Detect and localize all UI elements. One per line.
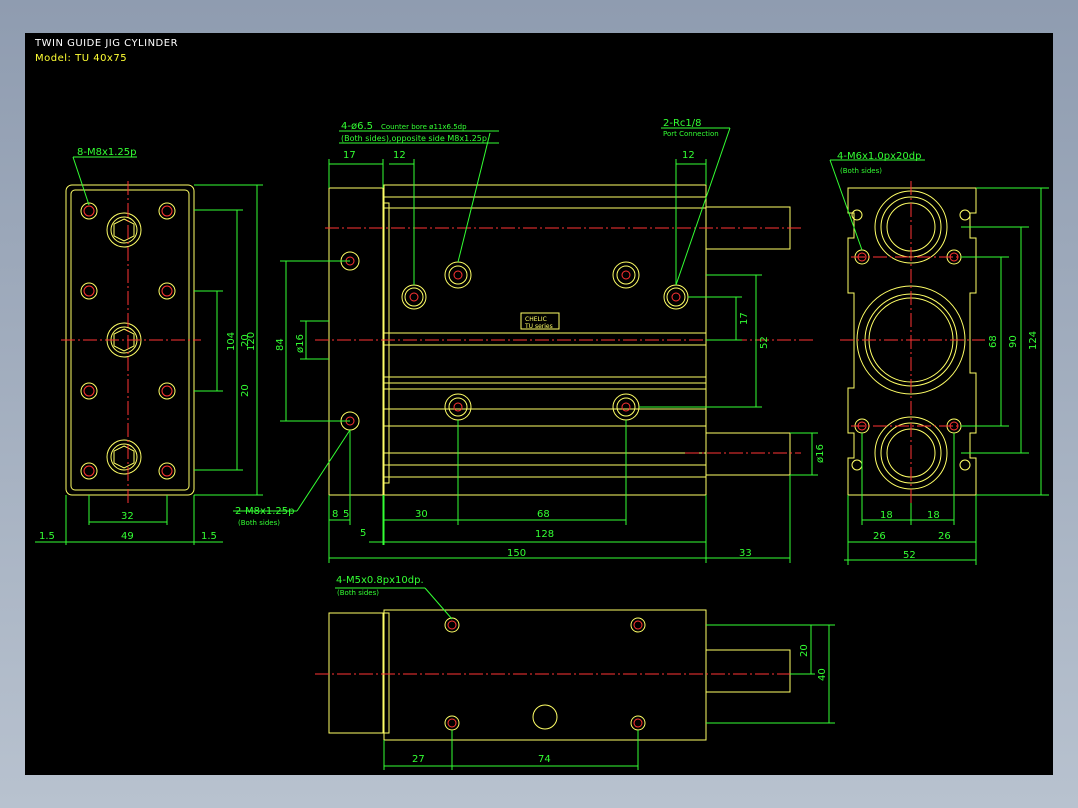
dim-left-104: 104	[226, 332, 237, 351]
dim-bottom-27: 27	[412, 754, 425, 765]
dim-left-32: 32	[121, 511, 134, 522]
left-end-holes	[80, 202, 176, 480]
dim-front-16b: ø16	[815, 444, 826, 463]
dim-left-1-5b: 1.5	[201, 531, 217, 542]
model-label-value: TU 40x75	[75, 53, 128, 64]
callout-bore-1: 4-ø6.5 Counter bore ø11x6.5dp	[341, 121, 467, 132]
cad-drawing: TWIN GUIDE JIG CYLINDER Model: TU 40x75	[25, 33, 1053, 775]
drawing-title: TWIN GUIDE JIG CYLINDER	[35, 38, 179, 49]
dim-front-84: 84	[275, 338, 286, 351]
dim-front-17r: 17	[739, 312, 750, 325]
right-dimensions	[829, 159, 1049, 565]
dim-front-30: 30	[415, 509, 428, 520]
callout-m8-left: 8-M8x1.25p	[77, 147, 137, 158]
model-label: Model: TU 40x75	[35, 53, 127, 64]
right-end-view	[847, 187, 977, 496]
logo-line-1: CHELIC	[525, 316, 547, 323]
dim-right-18b: 18	[927, 510, 940, 521]
dim-right-124: 124	[1028, 331, 1039, 350]
callout-m8-front-2: (Both sides)	[238, 519, 280, 527]
dim-front-33: 33	[739, 548, 752, 559]
dim-bottom-74: 74	[538, 754, 551, 765]
drawing-canvas: 8-M8x1.25p 20 20 104 120 32 49 1.5 1.5 1…	[35, 118, 1049, 770]
callout-port-1: 2-Rc1/8	[663, 118, 702, 129]
dim-front-150: 150	[507, 548, 526, 559]
dim-left-20a: 20	[240, 334, 251, 347]
dim-front-8: 8	[332, 509, 338, 520]
dim-bottom-40: 40	[817, 668, 828, 681]
callout-port-2: Port Connection	[663, 130, 719, 138]
callout-m8-front-1: 2-M8x1.25p	[235, 506, 295, 517]
callout-m6-2: (Both sides)	[840, 167, 882, 175]
front-dimensions	[233, 127, 818, 563]
dim-right-26b: 26	[938, 531, 951, 542]
dim-bottom-20: 20	[799, 644, 810, 657]
dim-front-128: 128	[535, 529, 554, 540]
dim-left-20b: 20	[240, 384, 251, 397]
dim-right-52: 52	[903, 550, 916, 561]
dim-left-49: 49	[121, 531, 134, 542]
dim-front-12b: 12	[682, 150, 695, 161]
dim-front-52: 52	[759, 336, 770, 349]
dim-right-68: 68	[988, 335, 999, 348]
left-dimensions	[35, 156, 263, 545]
dim-left-1-5a: 1.5	[39, 531, 55, 542]
callout-m6-1: 4-M6x1.0px20dp	[837, 151, 921, 162]
dim-left-120: 120	[246, 332, 257, 351]
callout-m5-1: 4-M5x0.8px10dp.	[336, 575, 424, 586]
dim-front-16a: ø16	[295, 334, 306, 353]
dim-front-5a: 5	[343, 509, 349, 520]
dim-right-90: 90	[1008, 335, 1019, 348]
front-centerlines	[315, 227, 815, 454]
bottom-view	[328, 609, 791, 741]
callout-bore-2: (Both sides),opposite side M8x1.25p	[341, 134, 487, 143]
dim-front-17top: 17	[343, 150, 356, 161]
callout-bore-1-b: Counter bore ø11x6.5dp	[381, 123, 467, 131]
dim-front-12a: 12	[393, 150, 406, 161]
dim-front-5b: 5	[360, 528, 366, 539]
dim-right-26a: 26	[873, 531, 886, 542]
right-centerlines	[840, 181, 985, 503]
dim-right-18a: 18	[880, 510, 893, 521]
callout-bore-1-a: 4-ø6.5	[341, 121, 373, 132]
callout-m5-2: (Both sides)	[337, 589, 379, 597]
bottom-dimensions	[335, 587, 835, 770]
logo-line-2: TU series	[524, 323, 553, 330]
dim-front-68: 68	[537, 509, 550, 520]
left-centerlines	[61, 181, 201, 503]
model-label-key: Model:	[35, 53, 72, 64]
